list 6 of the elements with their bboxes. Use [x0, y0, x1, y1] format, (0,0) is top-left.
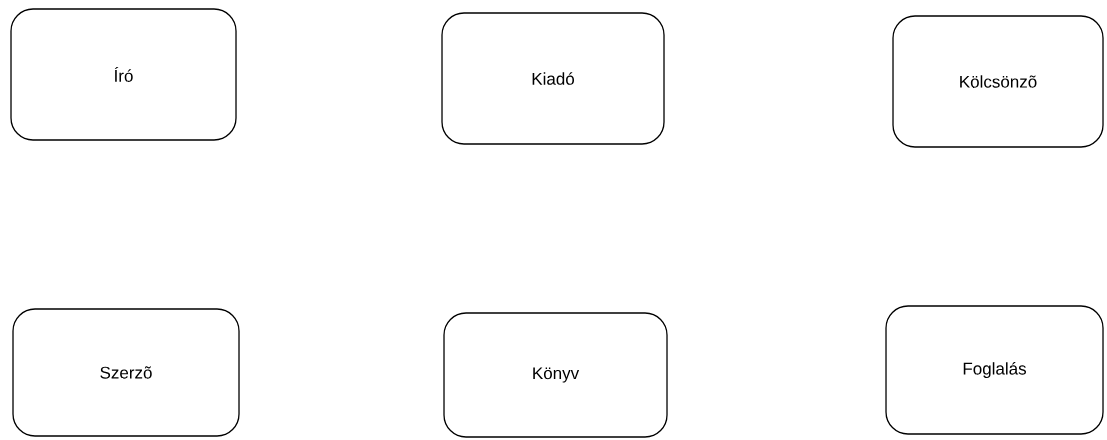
entity-box: Író	[10, 8, 237, 141]
entity-box: Szerzõ	[12, 308, 240, 437]
entity-box: Könyv	[443, 312, 668, 438]
entity-box: Kiadó	[441, 12, 665, 145]
entity-box: Foglalás	[885, 305, 1104, 435]
entity-box: Kölcsönzõ	[892, 15, 1104, 148]
